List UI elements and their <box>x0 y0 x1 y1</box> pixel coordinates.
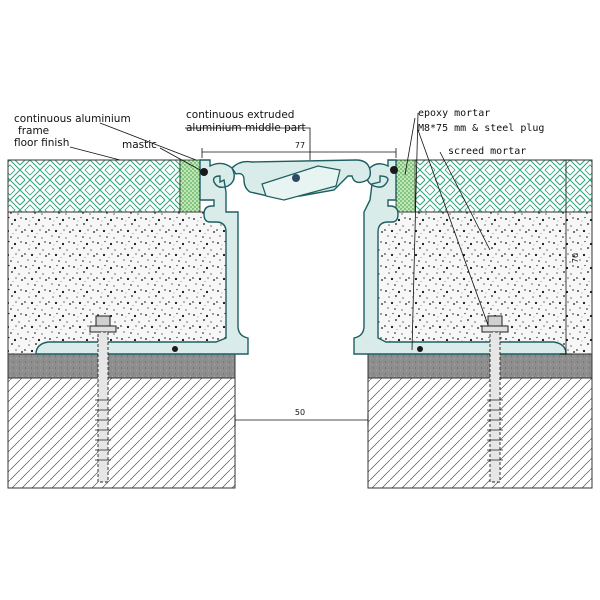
leader-mastic <box>159 147 201 171</box>
leader-epoxy-mortar <box>411 112 419 351</box>
label-floor-finish: floor finish <box>14 137 69 149</box>
leader-floor-finish <box>69 146 121 161</box>
left-mastic <box>179 159 201 213</box>
right-aluminium-frame <box>353 159 567 355</box>
right-structural-slab <box>367 377 593 489</box>
dimension-width-top: 77 <box>201 141 397 158</box>
label-screed-mortar: screed mortar <box>448 146 526 157</box>
leader-anchor <box>417 129 489 326</box>
right-mastic <box>395 159 416 213</box>
left-seal <box>200 168 208 176</box>
middle-part-arm <box>261 165 341 201</box>
pivot-pin <box>292 174 300 182</box>
left-screed-mortar <box>7 211 236 355</box>
label-middle-part-line1: continuous extruded <box>186 109 294 121</box>
leader-continuous-aluminium <box>99 122 197 161</box>
right-frame-dot <box>417 346 423 352</box>
leader-screed-mortar <box>439 151 491 251</box>
left-epoxy-mortar-band <box>7 353 236 379</box>
label-epoxy-mortar: epoxy mortar <box>418 108 490 119</box>
label-continuous-aluminium: continuous aluminium <box>14 113 131 125</box>
right-floor-finish <box>414 159 593 213</box>
left-anchor-bolt <box>89 315 117 483</box>
left-frame-dot <box>172 346 178 352</box>
dimension-gap-label: 50 <box>295 408 305 417</box>
label-frame: frame <box>18 125 49 137</box>
label-middle-part-line2: aluminium middle part <box>186 122 306 134</box>
dimension-width-top-label: 77 <box>295 141 305 150</box>
leader-epoxy-to-profile <box>404 117 416 176</box>
label-anchor: M8*75 mm & steel plug <box>418 123 544 134</box>
left-floor-finish <box>7 159 181 213</box>
label-mastic: mastic <box>122 139 157 151</box>
right-epoxy-mortar-band <box>367 353 593 379</box>
right-screed-mortar <box>367 211 593 355</box>
dimension-height-label: 70 <box>571 253 580 263</box>
left-aluminium-frame <box>35 159 249 355</box>
left-structural-slab <box>7 377 236 489</box>
right-anchor-bolt <box>481 315 509 483</box>
leader-middle-part <box>185 127 311 160</box>
dimension-gap: 50 <box>234 408 369 426</box>
right-seal <box>390 166 398 174</box>
dimension-height: 70 <box>560 159 580 355</box>
